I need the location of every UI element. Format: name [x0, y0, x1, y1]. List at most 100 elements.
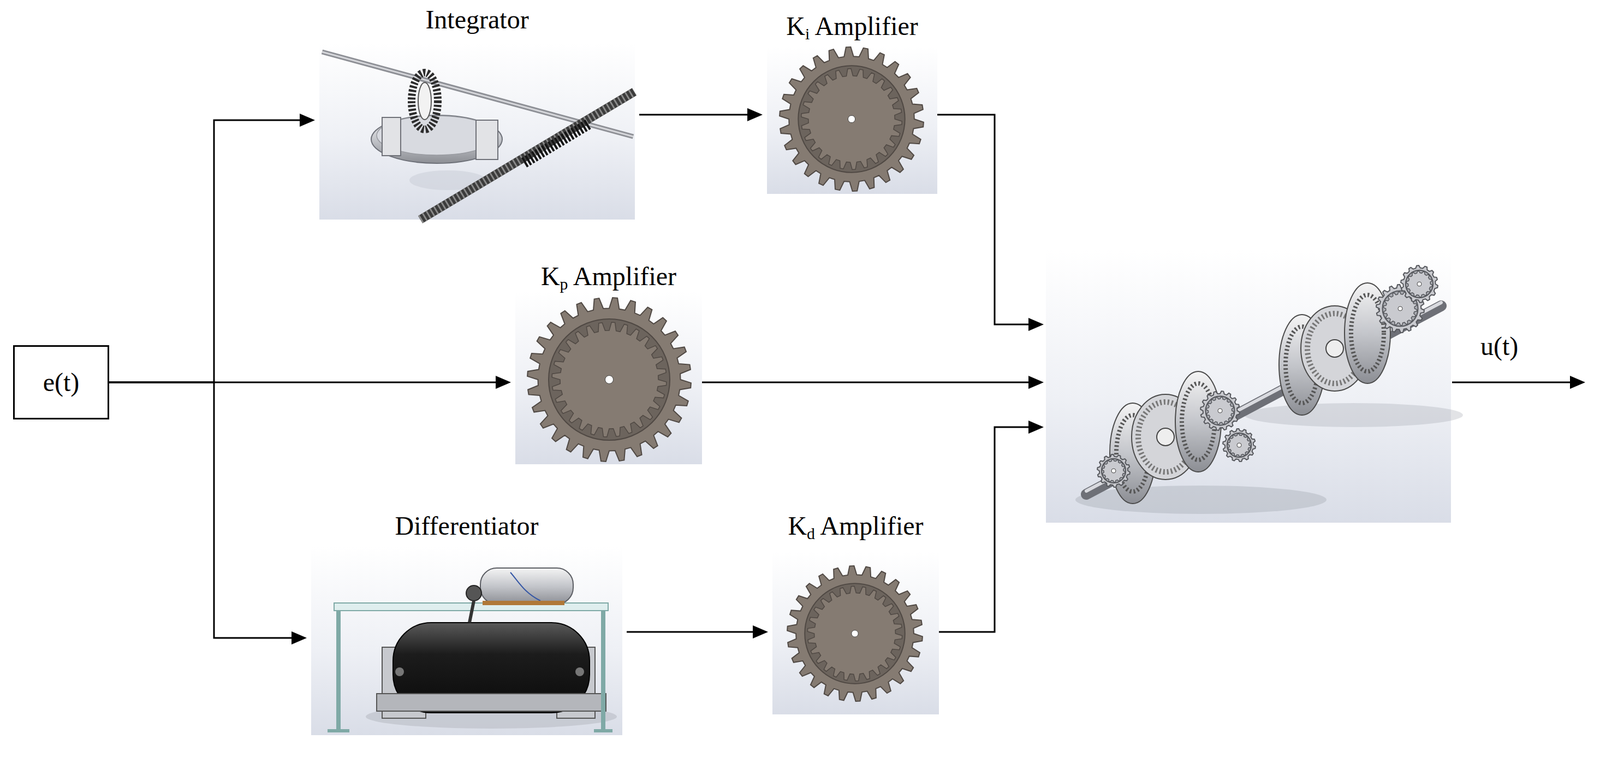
connector	[109, 113, 315, 383]
differentiator-illustration	[601, 610, 606, 731]
gear-symbol	[851, 629, 859, 637]
gear-symbol	[807, 585, 902, 681]
integrator-illustration	[524, 123, 590, 163]
differential-summer-illustration	[1045, 250, 1463, 523]
differential-summer-illustration	[1325, 339, 1344, 358]
block-label: Integrator	[314, 4, 640, 35]
differentiator-illustration	[327, 728, 350, 733]
arrowhead	[752, 625, 769, 639]
differentiator-illustration	[480, 567, 574, 604]
integrator-illustration	[319, 42, 635, 220]
block-label: e(t)	[43, 366, 80, 397]
gear-layer	[527, 46, 924, 701]
block-label: Kp Amplifier	[510, 260, 707, 291]
gear-background	[766, 46, 938, 194]
gear-symbol	[1227, 433, 1251, 457]
gear-symbol	[1101, 458, 1126, 483]
summer-input-arrows	[1028, 317, 1044, 331]
gear-symbol	[798, 65, 905, 172]
differentiator-illustration	[311, 545, 623, 735]
differentiator-illustration	[482, 600, 565, 605]
differentiator-illustration	[466, 585, 482, 601]
gear-symbol	[1417, 281, 1422, 287]
gain-gear-block: Ki Amplifier	[762, 10, 942, 194]
differentiator-illustration	[575, 667, 585, 676]
gear-background	[772, 551, 939, 715]
block-label: Ki Amplifier	[762, 10, 942, 41]
block-label: Differentiator	[306, 510, 627, 541]
differentiator-illustration	[376, 693, 606, 711]
gear-symbol	[1102, 459, 1126, 483]
gear-symbol	[787, 565, 923, 701]
connector	[626, 625, 769, 639]
integrator-illustration	[411, 72, 438, 130]
gear-background	[515, 290, 703, 465]
gear-symbol	[1111, 468, 1116, 473]
gear-symbol	[548, 318, 670, 440]
gear-symbol	[1227, 432, 1252, 457]
block-label: Kd Amplifier	[768, 510, 944, 541]
gear-symbol	[527, 297, 692, 462]
connector	[109, 382, 307, 645]
gear-symbol	[1206, 396, 1234, 425]
gear-symbol	[1222, 428, 1256, 462]
gear-symbol	[1406, 270, 1432, 297]
summer-input-arrows	[1028, 375, 1044, 389]
differential-summer-illustration	[1156, 427, 1175, 446]
integrator-illustration	[382, 117, 401, 156]
arrowhead	[495, 375, 511, 389]
differential-summer-illustration	[1279, 282, 1391, 415]
gear-symbol	[1200, 390, 1240, 431]
gear-symbol	[1405, 270, 1433, 298]
gear-symbol	[527, 297, 692, 462]
connector-line	[626, 631, 754, 633]
differential-summer-illustration	[1097, 265, 1438, 487]
differentiator-illustration	[311, 545, 623, 735]
summer-input-arrows	[1569, 375, 1586, 389]
integrator-illustration	[420, 91, 635, 220]
gear-symbol	[1400, 265, 1438, 303]
summer-input-arrows	[938, 426, 1029, 632]
subscript: i	[805, 24, 810, 43]
gear-symbol	[801, 68, 903, 170]
signal-box: e(t)	[13, 345, 110, 420]
gear-symbol	[804, 583, 906, 684]
differentiator-illustration	[336, 610, 341, 731]
summer-input-arrows	[702, 114, 1586, 632]
gear-symbol	[1398, 306, 1403, 311]
integrator-illustration	[319, 42, 635, 220]
connector-line	[109, 382, 293, 638]
differential-summer-illustration	[1045, 250, 1451, 523]
summer-input-arrows	[937, 114, 1029, 325]
subscript: d	[806, 524, 816, 543]
differentiator-illustration	[510, 572, 541, 601]
gain-gear-block: Kp Amplifier	[510, 260, 707, 465]
gear-symbol	[551, 322, 667, 437]
summer-input-arrows	[1028, 420, 1044, 434]
integrator-block: Integrator	[314, 4, 640, 220]
connector	[639, 108, 763, 122]
summer-input-arrows	[702, 381, 1029, 384]
gear-symbol	[1217, 408, 1223, 413]
integrator-illustration	[418, 82, 432, 120]
gear-symbol	[779, 46, 924, 192]
gear-symbol	[1205, 395, 1235, 425]
arrowhead	[291, 631, 307, 645]
integrator-illustration	[476, 120, 498, 160]
connector-line	[109, 120, 301, 383]
gear-symbol	[787, 565, 923, 701]
arrowhead	[747, 108, 763, 122]
differential-summer-illustration	[1109, 371, 1222, 504]
integrator-illustration	[420, 91, 635, 220]
connector-line	[639, 114, 748, 116]
gain-gear-block: Kd Amplifier	[768, 510, 944, 715]
signal-label: u(t)	[1480, 330, 1519, 361]
gear-symbol	[1400, 265, 1438, 303]
gear-symbol	[847, 115, 855, 123]
arrowhead	[299, 113, 315, 127]
gear-symbol	[605, 375, 614, 384]
gear-symbol	[779, 46, 924, 192]
differentiator-illustration	[395, 667, 404, 676]
